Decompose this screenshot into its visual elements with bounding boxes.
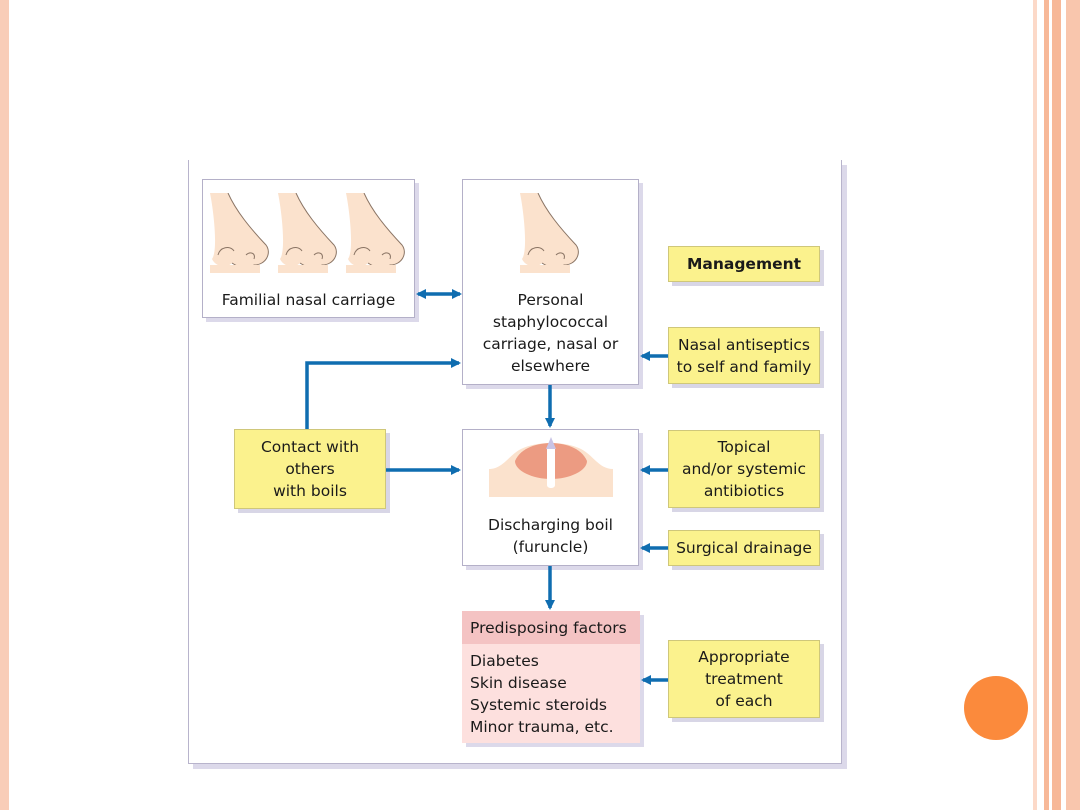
right-border-stripe-4 bbox=[1066, 0, 1080, 810]
boil-line-2: (furuncle) bbox=[512, 538, 589, 556]
accent-circle bbox=[964, 676, 1028, 740]
contact-line-1: Contact with bbox=[260, 438, 360, 456]
nasal-line-1: Nasal antiseptics bbox=[677, 335, 811, 354]
predisposing-box: Predisposing factors Diabetes Skin disea… bbox=[462, 611, 640, 743]
management-title: Management bbox=[686, 255, 802, 273]
appropriate-line-1: Appropriate bbox=[698, 648, 790, 666]
surgical-drainage-box: Surgical drainage bbox=[668, 530, 820, 566]
boil-icon bbox=[488, 437, 613, 497]
personal-carriage-label: Personal staphylococcal carriage, nasal … bbox=[483, 289, 619, 377]
predisposing-item: Minor trauma, etc. bbox=[470, 718, 614, 736]
nasal-antiseptics-box: Nasal antiseptics to self and family bbox=[668, 327, 820, 384]
personal-line-2: staphylococcal bbox=[492, 313, 609, 331]
contact-line-2: others bbox=[285, 460, 335, 478]
nose-icon bbox=[277, 193, 337, 273]
familial-label: Familial nasal carriage bbox=[221, 291, 396, 309]
nose-icon bbox=[345, 193, 405, 273]
nasal-line-2: to self and family bbox=[676, 357, 812, 376]
surgical-label: Surgical drainage bbox=[676, 539, 812, 557]
right-border-stripe-3 bbox=[1052, 0, 1061, 810]
topical-line-2: and/or systemic bbox=[681, 460, 807, 478]
personal-line-1: Personal bbox=[517, 291, 584, 309]
familial-box: Familial nasal carriage bbox=[202, 179, 415, 318]
appropriate-treatment-box: Appropriate treatment of each bbox=[668, 640, 820, 718]
arrow-icon bbox=[305, 358, 461, 429]
predisposing-list: Diabetes Skin disease Systemic steroids … bbox=[462, 644, 640, 744]
predisposing-item: Diabetes bbox=[470, 652, 539, 670]
predisposing-item: Skin disease bbox=[470, 674, 567, 692]
appropriate-line-2: treatment bbox=[705, 670, 783, 688]
right-border-stripe-2 bbox=[1044, 0, 1049, 810]
predisposing-title: Predisposing factors bbox=[462, 611, 640, 644]
familial-noses bbox=[209, 193, 408, 273]
predisposing-item: Systemic steroids bbox=[470, 696, 607, 714]
antibiotics-box: Topical and/or systemic antibiotics bbox=[668, 430, 820, 508]
topical-line-1: Topical bbox=[717, 438, 771, 456]
nose-icon bbox=[519, 193, 579, 273]
boil-label: Discharging boil (furuncle) bbox=[488, 514, 613, 558]
right-border-stripe-1 bbox=[1033, 0, 1037, 810]
boil-box: Discharging boil (furuncle) bbox=[462, 429, 639, 566]
contact-box: Contact with others with boils bbox=[234, 429, 386, 509]
topical-line-3: antibiotics bbox=[703, 482, 785, 500]
left-border-stripe bbox=[0, 0, 9, 810]
nose-icon bbox=[209, 193, 269, 273]
personal-line-4: elsewhere bbox=[510, 357, 591, 375]
personal-carriage-box: Personal staphylococcal carriage, nasal … bbox=[462, 179, 639, 385]
appropriate-line-3: of each bbox=[715, 692, 773, 710]
management-header: Management bbox=[668, 246, 820, 282]
boil-line-1: Discharging boil bbox=[488, 516, 613, 534]
contact-line-3: with boils bbox=[273, 482, 347, 500]
personal-line-3: carriage, nasal or bbox=[482, 335, 619, 353]
